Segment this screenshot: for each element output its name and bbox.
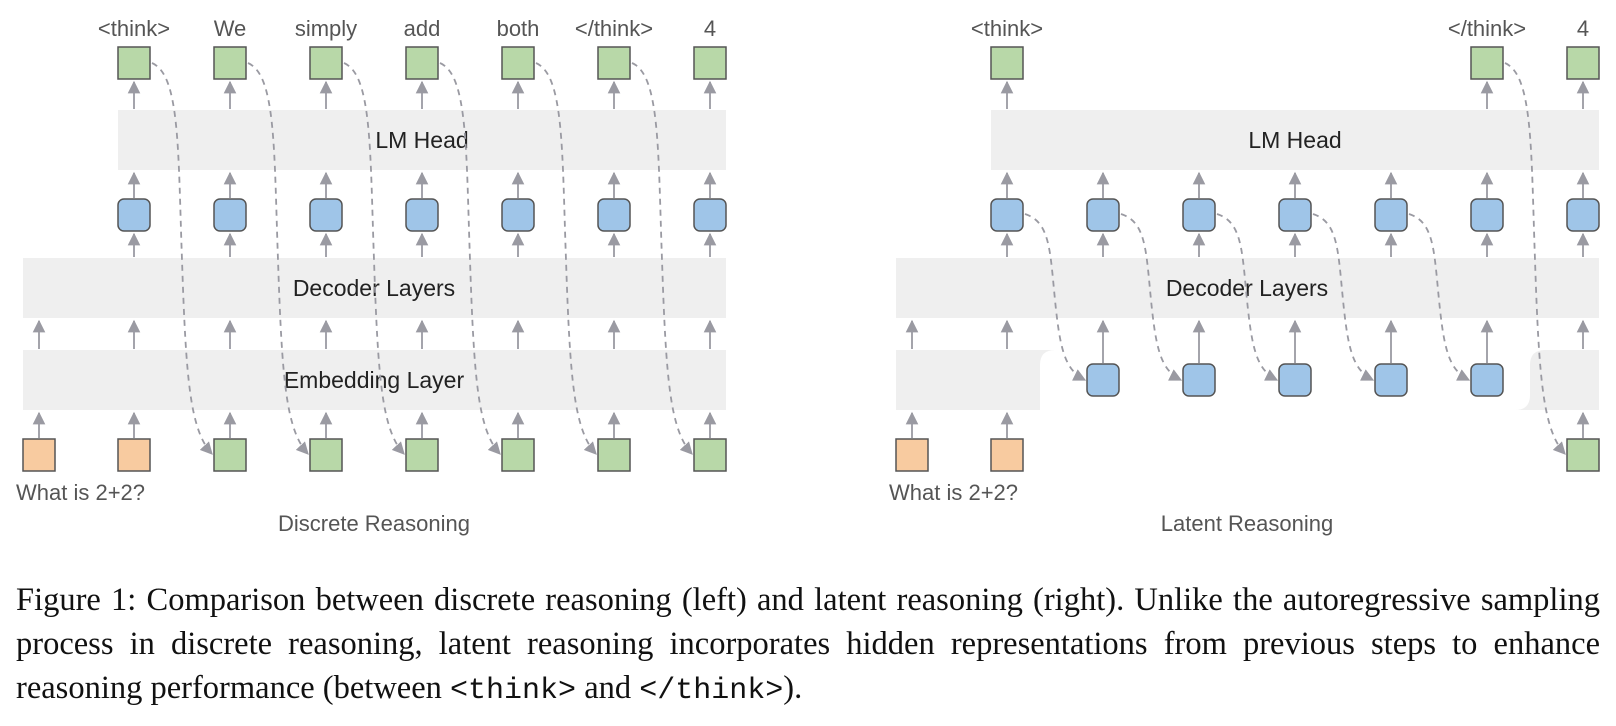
lm-head-label: LM Head <box>1248 127 1341 153</box>
hidden-state <box>1470 198 1504 232</box>
output-token-label: </think> <box>1448 16 1526 41</box>
latent-feedback-arrows <box>1024 62 1566 455</box>
caption-text: ). <box>783 670 803 706</box>
flow-arrows <box>905 80 1590 438</box>
output-token <box>405 46 439 80</box>
embedding-layer-label: Embedding Layer <box>284 367 465 393</box>
hidden-state <box>990 198 1024 232</box>
panel-label: Latent Reasoning <box>1161 511 1333 536</box>
lm-head-bar <box>991 110 1599 170</box>
output-token-label: We <box>214 16 247 41</box>
hidden-state <box>405 198 439 232</box>
output-token <box>693 46 727 80</box>
latent-input-state <box>1182 363 1216 397</box>
embedding-layer-bar <box>23 350 726 410</box>
feedback-arrows <box>151 62 693 455</box>
panel-label: Discrete Reasoning <box>278 511 470 536</box>
output-token-label: 4 <box>1577 16 1589 41</box>
output-token-label: both <box>497 16 540 41</box>
input-token <box>895 438 929 472</box>
hidden-state <box>1182 198 1216 232</box>
input-token <box>309 438 343 472</box>
hidden-state <box>597 198 631 232</box>
output-token-label: 4 <box>704 16 716 41</box>
caption-text: and <box>576 670 640 706</box>
flow-arrows <box>32 80 717 438</box>
input-question: What is 2+2? <box>16 480 145 505</box>
latent-input-state <box>1470 363 1504 397</box>
input-token <box>501 438 535 472</box>
input-token <box>117 438 151 472</box>
output-token-label: simply <box>295 16 357 41</box>
output-token <box>309 46 343 80</box>
hidden-state <box>309 198 343 232</box>
output-token <box>597 46 631 80</box>
output-token <box>990 46 1024 80</box>
embedding-layer-bar <box>896 350 1055 410</box>
reasoning-diagram: LM Head Decoder Layers Embedding Layer <… <box>16 16 1600 536</box>
hidden-state <box>213 198 247 232</box>
input-question: What is 2+2? <box>889 480 1018 505</box>
embedding-layer-bar <box>1515 350 1599 410</box>
hidden-state <box>1086 198 1120 232</box>
input-token <box>1566 438 1600 472</box>
lm-head-label: LM Head <box>375 127 468 153</box>
output-token <box>1470 46 1504 80</box>
hidden-state <box>501 198 535 232</box>
output-token <box>1566 46 1600 80</box>
latent-panel: LM Head Decoder Layers <think> </think> … <box>889 16 1600 536</box>
caption-text: Figure 1: Comparison between discrete re… <box>16 582 1600 706</box>
lm-head-bar <box>118 110 726 170</box>
hidden-state <box>1278 198 1312 232</box>
caption-code-endthink: </think> <box>639 674 784 708</box>
output-token <box>117 46 151 80</box>
latent-input-state <box>1374 363 1408 397</box>
hidden-state <box>117 198 151 232</box>
input-token <box>22 438 56 472</box>
output-token <box>501 46 535 80</box>
figure-caption: Figure 1: Comparison between discrete re… <box>16 578 1600 713</box>
input-token <box>693 438 727 472</box>
input-token <box>597 438 631 472</box>
hidden-state <box>1374 198 1408 232</box>
input-token <box>405 438 439 472</box>
hidden-state <box>1566 198 1600 232</box>
output-token-label: </think> <box>575 16 653 41</box>
input-token <box>213 438 247 472</box>
caption-code-think: <think> <box>450 674 577 708</box>
output-token-label: <think> <box>971 16 1043 41</box>
output-token-label: add <box>404 16 441 41</box>
discrete-panel: LM Head Decoder Layers Embedding Layer <… <box>16 16 727 536</box>
latent-input-state <box>1278 363 1312 397</box>
input-token <box>990 438 1024 472</box>
output-token-label: <think> <box>98 16 170 41</box>
output-token <box>213 46 247 80</box>
latent-input-state <box>1086 363 1120 397</box>
hidden-state <box>693 198 727 232</box>
